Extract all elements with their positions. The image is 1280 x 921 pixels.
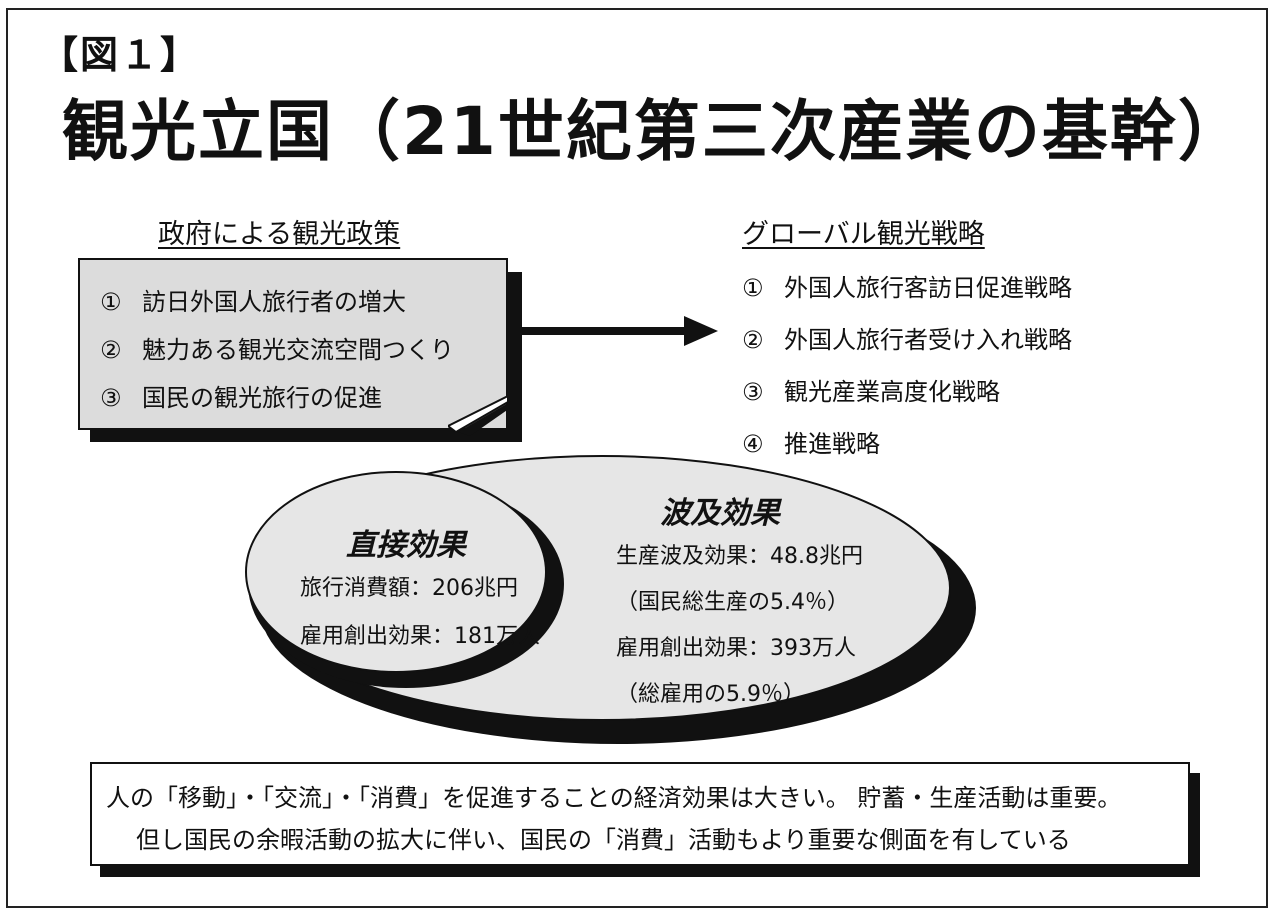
ripple-effect-line: 生産波及効果：48.8兆円 (616, 544, 863, 569)
strategy-item-text: 外国人旅行者受け入れ戦略 (784, 326, 1072, 354)
message-box: 人の「移動」・「交流」・「消費」を促進することの経済効果は大きい。 貯蓄・生産活… (90, 762, 1190, 866)
direct-ellipse (245, 471, 547, 673)
strategy-item-text: 推進戦略 (784, 430, 880, 458)
policy-item-number: ① (100, 288, 122, 316)
policy-item: ① 訪日外国人旅行者の増大 (100, 282, 406, 317)
page-title: 観光立国（21世紀第三次産業の基幹） (62, 93, 1246, 170)
policy-item-number: ③ (100, 384, 122, 412)
global-strategy-heading: グローバル観光戦略 (742, 219, 985, 250)
effect-ellipses (245, 455, 976, 744)
message-line-2: 但し国民の余暇活動の拡大に伴い、国民の「消費」活動もより重要な側面を有している (136, 826, 1071, 854)
direct-effect-line: 旅行消費額：206兆円 (300, 576, 518, 601)
policy-item-text: 魅力ある観光交流空間つくり (142, 336, 454, 364)
policy-item-text: 訪日外国人旅行者の増大 (142, 288, 406, 316)
policy-item-text: 国民の観光旅行の促進 (142, 384, 382, 412)
figure-label: 【図１】 (40, 33, 201, 77)
strategy-item-text: 観光産業高度化戦略 (784, 378, 1000, 406)
strategy-item-number: ② (742, 326, 764, 354)
strategy-item: ① 外国人旅行客訪日促進戦略 (742, 268, 1072, 303)
direct-effect-title: 直接効果 (346, 528, 466, 563)
strategy-item-text: 外国人旅行客訪日促進戦略 (784, 274, 1072, 302)
policy-box: ① 訪日外国人旅行者の増大 ② 魅力ある観光交流空間つくり ③ 国民の観光旅行の促進 (78, 258, 508, 430)
policy-item: ③ 国民の観光旅行の促進 (100, 378, 382, 413)
strategy-item: ④ 推進戦略 (742, 424, 880, 459)
policy-item: ② 魅力ある観光交流空間つくり (100, 330, 454, 365)
strategy-item: ③ 観光産業高度化戦略 (742, 372, 1000, 407)
ripple-effect-line: （国民総生産の5.4％） (616, 590, 849, 615)
strategy-item: ② 外国人旅行者受け入れ戦略 (742, 320, 1072, 355)
policy-item-number: ② (100, 336, 122, 364)
direct-effect-line: 雇用創出効果：181万人 (300, 624, 540, 649)
strategy-item-number: ① (742, 274, 764, 302)
strategy-item-number: ④ (742, 430, 764, 458)
page-frame (6, 8, 1268, 908)
ripple-effect-title: 波及効果 (660, 496, 780, 531)
message-line-1: 人の「移動」・「交流」・「消費」を促進することの経済効果は大きい。 貯蓄・生産活… (106, 784, 1122, 812)
government-policy-heading: 政府による観光政策 (158, 219, 401, 250)
page-curl-icon (448, 396, 510, 436)
ripple-effect-line: （総雇用の5.9％） (616, 682, 805, 707)
right-arrow-icon (508, 316, 718, 346)
ripple-effect-line: 雇用創出効果：393万人 (616, 636, 856, 661)
strategy-item-number: ③ (742, 378, 764, 406)
